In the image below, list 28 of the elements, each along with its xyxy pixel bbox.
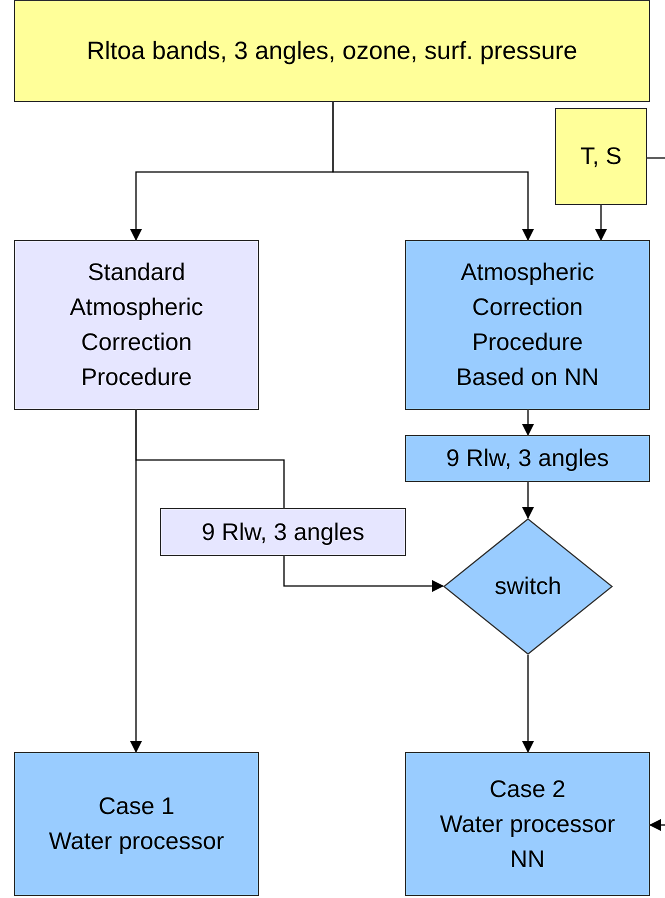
node-label: Standard Atmospheric Correction Procedure — [68, 258, 204, 393]
process-box — [14, 240, 259, 410]
connector-arrow — [522, 410, 534, 436]
process-box — [160, 508, 406, 556]
connector-arrow — [130, 410, 142, 753]
process-box — [405, 240, 650, 410]
node-label: Atmospheric Correction Procedure Based on NN — [455, 258, 600, 393]
process-box — [405, 435, 650, 482]
connector-arrow — [522, 655, 534, 753]
connector-arrow — [283, 556, 444, 592]
node-label: Rltoa bands, 3 angles, ozone, surf. pressure — [86, 36, 578, 66]
decision-diamond — [443, 518, 613, 655]
process-box — [405, 752, 650, 896]
node-label: Case 1 — [98, 792, 175, 822]
node-label: 9 Rlw, 3 angles — [446, 444, 609, 474]
node-label: Case 2 — [489, 774, 566, 804]
process-box — [555, 108, 647, 205]
connector-arrow — [332, 102, 534, 241]
node-label: T, S — [580, 142, 622, 172]
node-label: Water processor NN — [438, 810, 616, 874]
connector-arrow — [595, 205, 607, 241]
node-label: switch — [494, 572, 562, 602]
process-box — [14, 0, 650, 102]
node-label: Water processor — [48, 827, 224, 857]
connector-arrow — [522, 482, 534, 519]
connector-arrow — [649, 819, 665, 831]
process-box — [14, 752, 259, 896]
node-label: 9 Rlw, 3 angles — [202, 518, 364, 548]
